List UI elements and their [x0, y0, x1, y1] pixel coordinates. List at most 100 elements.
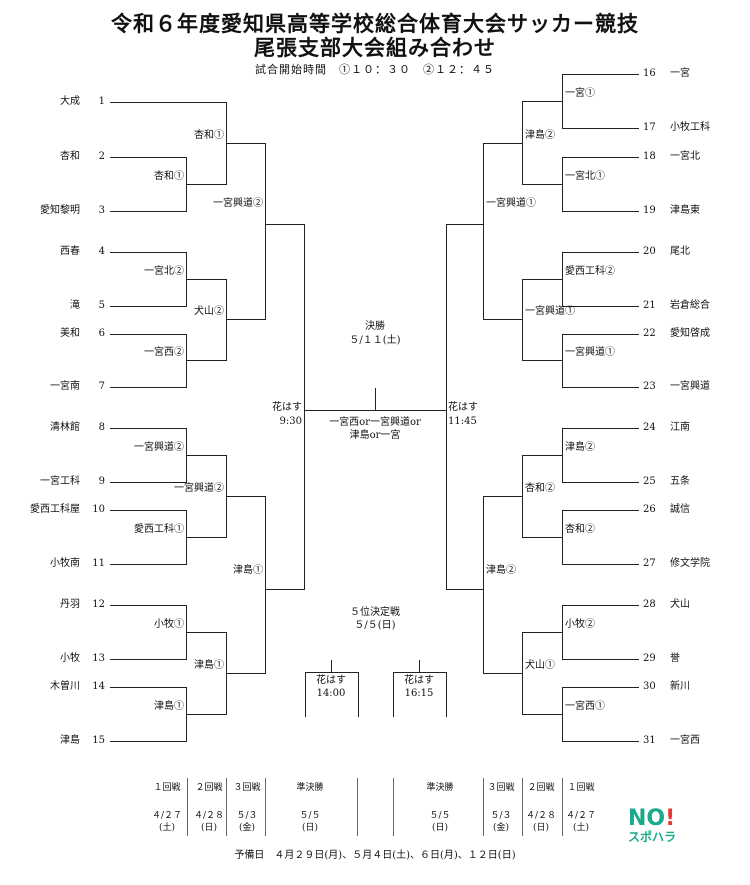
right-team-name: 誉	[670, 653, 680, 664]
left-team-line	[110, 211, 187, 212]
left-match-output	[186, 184, 227, 185]
left-team-name: 大成	[60, 96, 80, 107]
semi-left-time: 9:30	[279, 416, 302, 427]
left-team-line	[110, 741, 187, 742]
right-venue-r1-b: 一宮北①	[565, 171, 605, 182]
right-venue-r3-a: 一宮興道①	[486, 198, 536, 209]
left-team-name: 丹羽	[60, 599, 80, 610]
final-venue-line-1: 一宮西or一宮興道or	[329, 417, 421, 428]
left-team-number: 6	[98, 328, 105, 339]
right-team-line	[562, 128, 639, 129]
right-team-number: 31	[643, 735, 656, 746]
right-team-line	[562, 510, 639, 511]
bracket-line	[446, 589, 484, 590]
fifth-left-time: 14:00	[316, 688, 346, 699]
schedule-left-date: ４/２８	[193, 811, 225, 821]
left-team-name: 小牧南	[50, 558, 80, 569]
right-venue-r1-h: 一宮西①	[565, 701, 605, 712]
schedule-separator	[562, 778, 563, 836]
title-line-1: 令和６年度愛知県高等学校総合体育大会サッカー競技	[111, 11, 639, 36]
right-team-number: 30	[643, 681, 656, 692]
left-team-name: 愛西工科屋	[30, 504, 80, 515]
right-venue-r3-b: 津島②	[486, 565, 516, 576]
fifth-left-box	[305, 672, 359, 717]
schedule-left-round: ３回戦	[233, 783, 261, 793]
left-team-number: 4	[98, 246, 105, 257]
right-team-name: 一宮西	[670, 735, 700, 746]
right-match-output	[522, 101, 563, 102]
right-match-connector	[522, 279, 523, 361]
bracket-line	[483, 496, 484, 674]
left-venue-r1-e: 愛西工科①	[134, 524, 184, 535]
left-team-name: 清林館	[50, 422, 80, 433]
schedule-right-date: ５/５	[429, 811, 451, 821]
left-team-number: 13	[92, 653, 105, 664]
left-team-name: 木曽川	[50, 681, 80, 692]
left-team-name: 西春	[60, 246, 80, 257]
schedule-right-date: ４/２８	[525, 811, 557, 821]
left-team-line	[110, 564, 187, 565]
right-team-name: 尾北	[670, 246, 690, 257]
left-team-number: 7	[98, 381, 105, 392]
right-team-line	[562, 659, 639, 660]
right-team-number: 21	[643, 300, 656, 311]
schedule-right-round: ３回戦	[487, 783, 515, 793]
right-team-line	[562, 387, 639, 388]
logo-text-bang: !	[665, 806, 676, 831]
left-team-number: 3	[98, 205, 105, 216]
schedule-separator	[393, 778, 394, 836]
right-match-connector	[562, 334, 563, 388]
right-team-number: 25	[643, 476, 656, 487]
left-venue-r2-c: 一宮興道②	[174, 483, 224, 494]
left-team-line	[110, 482, 187, 483]
left-team-name: 美和	[60, 328, 80, 339]
fifth-place-date: ５/５(日)	[354, 620, 396, 631]
right-team-number: 27	[643, 558, 656, 569]
right-team-number: 19	[643, 205, 656, 216]
right-team-number: 18	[643, 151, 656, 162]
schedule-right-day: (日)	[431, 823, 449, 833]
left-team-number: 10	[92, 504, 105, 515]
fifth-right-box	[393, 672, 447, 717]
left-team-number: 8	[98, 422, 105, 433]
bracket-line	[186, 360, 227, 361]
right-team-line	[562, 211, 639, 212]
bracket-line	[483, 143, 484, 320]
right-team-line	[562, 605, 639, 606]
right-match-output	[483, 143, 523, 144]
schedule-left-round: １回戦	[153, 783, 181, 793]
right-match-output	[483, 496, 523, 497]
right-team-line	[562, 687, 639, 688]
right-match-output	[522, 537, 563, 538]
right-team-line	[562, 741, 639, 742]
right-team-number: 29	[643, 653, 656, 664]
right-team-name: 修文学院	[670, 558, 710, 569]
fifth-right-stem	[419, 660, 420, 673]
left-team-number: 12	[92, 599, 105, 610]
left-team-name: 愛知黎明	[40, 205, 80, 216]
left-team-name: 滝	[70, 300, 80, 311]
left-venue-r2-d: 津島①	[194, 660, 224, 671]
right-venue-r1-c: 愛西工科②	[565, 266, 615, 277]
left-team-line	[110, 157, 187, 158]
no-sports-harassment-logo: NO! スポハラ	[628, 808, 688, 848]
schedule-separator	[265, 778, 266, 836]
bracket-line	[226, 279, 227, 361]
left-venue-r1-g: 津島①	[154, 701, 184, 712]
final-date: ５/１１(土)	[349, 335, 401, 346]
right-team-line	[562, 482, 639, 483]
right-team-number: 20	[643, 246, 656, 257]
schedule-left-day: (土)	[158, 823, 176, 833]
schedule-right-day: (金)	[492, 823, 510, 833]
final-stem	[375, 388, 376, 411]
right-team-name: 犬山	[670, 599, 690, 610]
left-team-number: 14	[92, 681, 105, 692]
schedule-right-round: 準決勝	[426, 783, 454, 793]
right-match-output	[522, 360, 563, 361]
bracket-line	[226, 496, 266, 497]
right-venue-r2-a: 津島②	[525, 130, 555, 141]
bracket-line	[446, 224, 484, 225]
left-team-line	[110, 102, 187, 103]
right-venue-r1-d: 一宮興道①	[565, 347, 615, 358]
bracket-line	[304, 224, 305, 590]
